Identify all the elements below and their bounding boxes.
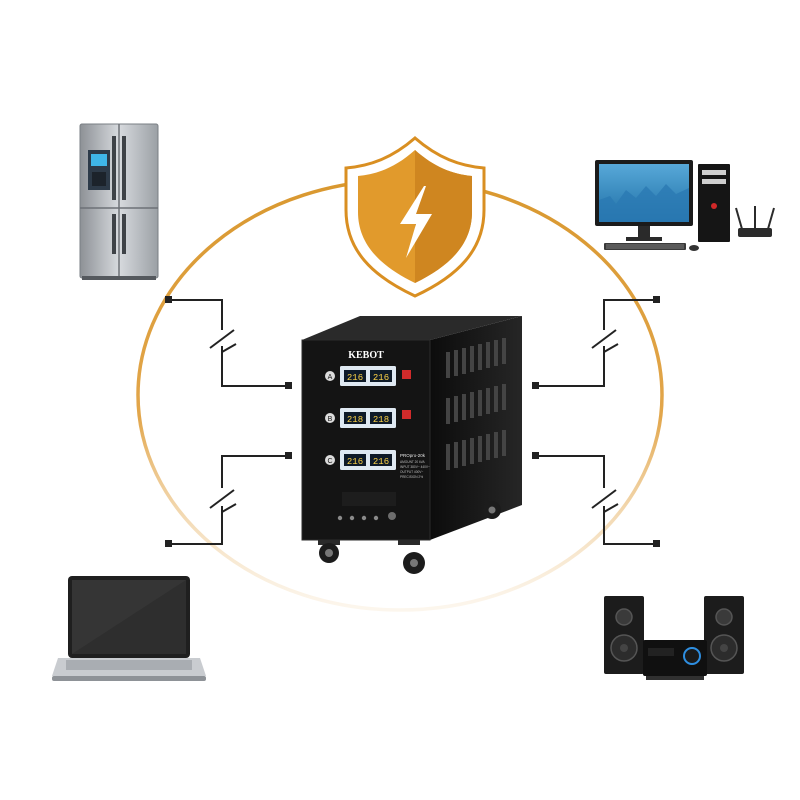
spec-line-4: PRECISION 2% [400, 475, 423, 479]
audio-system-image [604, 596, 744, 680]
svg-text:B: B [328, 416, 333, 423]
voltage-stabilizer-image: KEBOT A 216 216 B 218 218 C 216 216 PROp… [301, 316, 522, 574]
model-label: PROpro-20k [400, 453, 426, 458]
lightning-icon [400, 186, 432, 258]
laptop-image [52, 576, 206, 681]
fuse-knob[interactable] [388, 512, 396, 520]
spec-line-2: INPUT 380V~ 440V~ [400, 465, 430, 469]
circuit-line-bottom-left [170, 455, 287, 545]
svg-text:216: 216 [347, 457, 363, 467]
shield-icon [344, 136, 486, 298]
spec-line-3: OUTPUT 400V~ [400, 470, 423, 474]
circuit-line-bottom-right [537, 455, 655, 545]
svg-text:A: A [328, 374, 333, 381]
power-switch-a[interactable] [402, 370, 411, 379]
circuit-line-top-right [537, 299, 655, 387]
circuit-line-top-left [170, 299, 287, 387]
svg-text:218: 218 [347, 415, 363, 425]
svg-text:216: 216 [373, 373, 389, 383]
desktop-computer-image [595, 160, 775, 251]
caster-wheels [318, 501, 501, 574]
svg-text:218: 218 [373, 415, 389, 425]
svg-text:216: 216 [373, 457, 389, 467]
brand-logo: KEBOT [348, 350, 384, 361]
side-vents [446, 338, 506, 470]
indicator-light [337, 515, 343, 521]
svg-text:C: C [327, 458, 332, 465]
spec-line-1: AMOUNT 20 kVA [400, 460, 426, 464]
front-vent [342, 492, 396, 506]
svg-text:216: 216 [347, 373, 363, 383]
power-switch-b[interactable] [402, 410, 411, 419]
refrigerator-image [79, 123, 159, 280]
